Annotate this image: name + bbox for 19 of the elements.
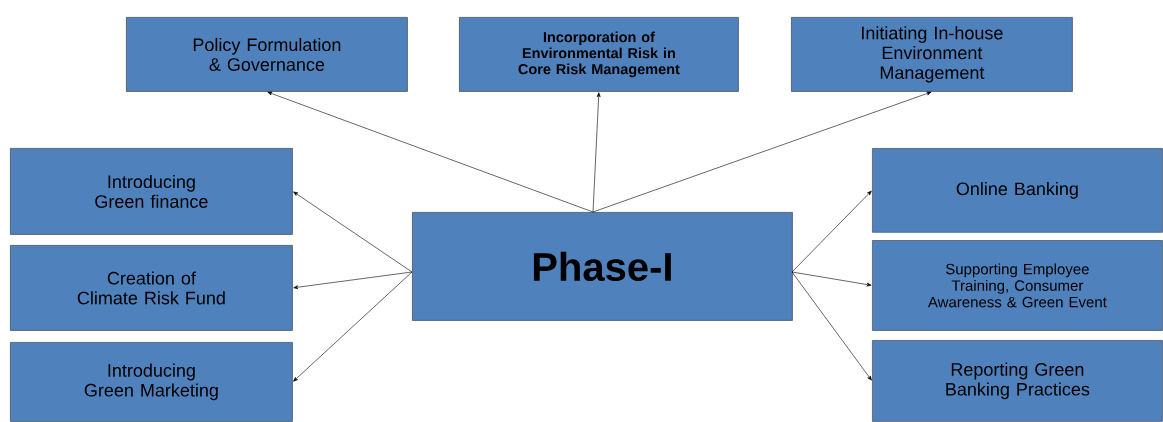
arrow	[791, 271, 872, 381]
topic-box: Creation of Climate Risk Fund	[10, 245, 293, 331]
topic-box: Introducing Green Marketing	[10, 342, 293, 422]
arrow	[293, 271, 413, 382]
arrow	[267, 91, 594, 213]
arrow	[592, 92, 601, 213]
topic-box: Reporting Green Banking Practices	[872, 340, 1163, 422]
topic-box: Incorporation of Environmental Risk in Core Risk Management	[459, 17, 739, 92]
topic-box: Online Banking	[872, 148, 1163, 233]
phase-box: Phase-I	[412, 212, 793, 321]
topic-box: Initiating In-house Environment Management	[791, 17, 1073, 92]
topic-box: Introducing Green finance	[10, 148, 293, 235]
arrow	[791, 190, 872, 273]
arrow	[791, 271, 872, 287]
topic-box: Policy Formulation & Governance	[126, 17, 408, 92]
arrow	[293, 191, 413, 273]
topic-box: Supporting Employee Training, Consumer Awareness & Green Event	[872, 240, 1163, 331]
arrow	[293, 271, 413, 290]
arrow	[592, 91, 932, 213]
